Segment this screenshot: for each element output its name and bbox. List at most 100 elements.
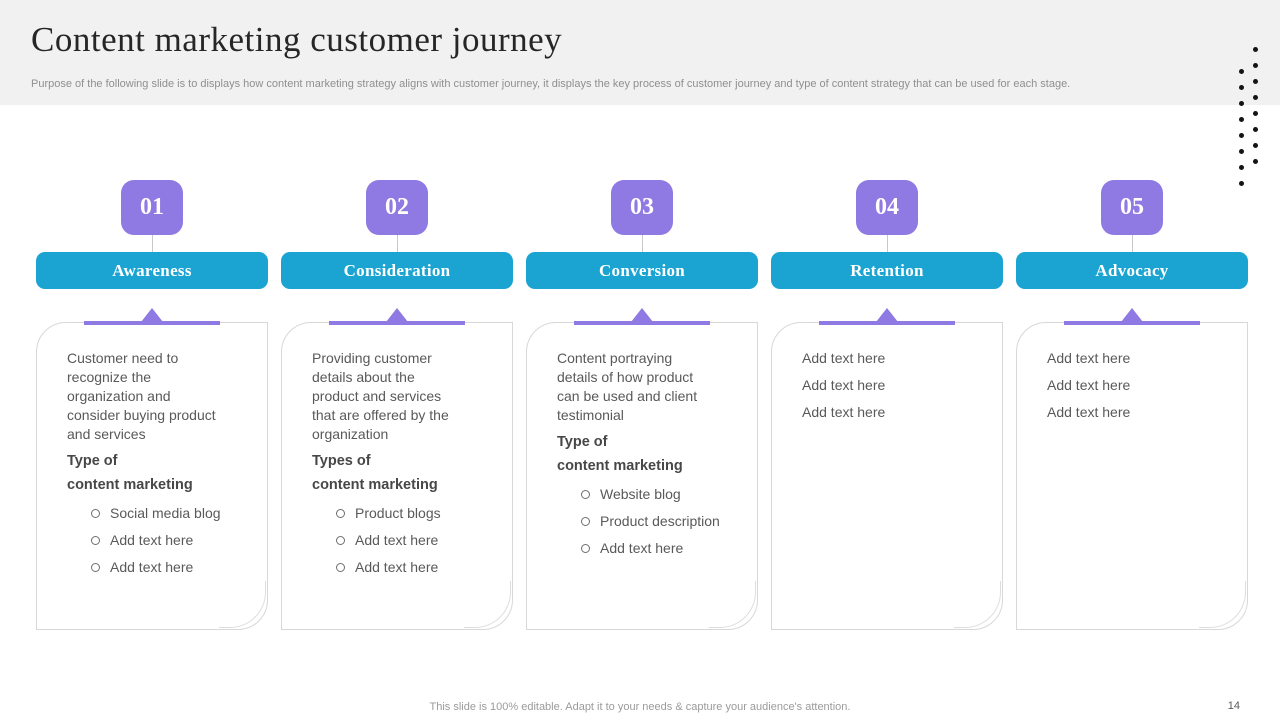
bullet-text: Add text here bbox=[110, 559, 194, 575]
stage-number-badge[interactable]: 01 bbox=[121, 180, 183, 235]
footer-note: This slide is 100% editable. Adapt it to… bbox=[429, 701, 851, 713]
stage-number-badge[interactable]: 05 bbox=[1101, 180, 1163, 235]
stage-card[interactable]: Customer need to recognize the organizat… bbox=[36, 308, 268, 630]
bullet-circle-icon bbox=[336, 563, 345, 572]
badge-connector-line bbox=[641, 235, 643, 252]
stage-name: Retention bbox=[850, 260, 924, 280]
stage-number-badge[interactable]: 02 bbox=[366, 180, 428, 235]
stage-number: 04 bbox=[875, 194, 899, 220]
bullet-item: Add text here bbox=[336, 531, 494, 550]
bullet-text: Add text here bbox=[355, 532, 439, 548]
card-pointer-bar bbox=[329, 321, 465, 325]
bullet-circle-icon bbox=[581, 544, 590, 553]
stage-description: Providing customer details about the pro… bbox=[312, 350, 449, 442]
stage-number: 05 bbox=[1120, 194, 1144, 220]
page-number: 14 bbox=[1227, 700, 1240, 712]
placeholder-text-line: Add text here bbox=[1047, 404, 1131, 420]
stage-name: Advocacy bbox=[1095, 260, 1169, 280]
stage-number-badge[interactable]: 04 bbox=[856, 180, 918, 235]
stage-description: Customer need to recognize the organizat… bbox=[67, 350, 216, 442]
card-content: Providing customer details about the pro… bbox=[282, 323, 512, 577]
stage-number: 03 bbox=[630, 194, 654, 220]
decor-dot bbox=[1253, 47, 1258, 52]
bullet-item: Website blog bbox=[581, 485, 739, 504]
badge-connector-line bbox=[151, 235, 153, 252]
decor-dot bbox=[1253, 127, 1258, 132]
stage-description: Content portraying details of how produc… bbox=[557, 350, 698, 423]
stage-banner[interactable]: Consideration bbox=[281, 252, 513, 289]
bullet-text: Add text here bbox=[600, 540, 684, 556]
stage-banner[interactable]: Awareness bbox=[36, 252, 268, 289]
bullet-circle-icon bbox=[336, 536, 345, 545]
bullet-item: Add text here bbox=[91, 558, 249, 577]
bullet-item: Social media blog bbox=[91, 504, 249, 523]
card-pointer-bar bbox=[1064, 321, 1200, 325]
bullet-circle-icon bbox=[581, 517, 590, 526]
card-heading-line2: content marketing bbox=[67, 477, 193, 493]
card-heading-line1: Type of bbox=[557, 434, 608, 450]
bullet-circle-icon bbox=[91, 509, 100, 518]
decor-dot bbox=[1239, 117, 1244, 122]
journey-columns: 01 Awareness Customer need to recognize … bbox=[36, 180, 1248, 630]
placeholder-text-line: Add text here bbox=[1047, 350, 1131, 366]
bullet-item: Add text here bbox=[91, 531, 249, 550]
bullet-item: Add text here bbox=[581, 539, 739, 558]
decor-dots-column-left bbox=[1239, 69, 1244, 186]
stage-card[interactable]: Add text here Add text here Add text her… bbox=[771, 308, 1003, 630]
bullet-text: Add text here bbox=[355, 559, 439, 575]
bullet-circle-icon bbox=[336, 509, 345, 518]
stage-card[interactable]: Providing customer details about the pro… bbox=[281, 308, 513, 630]
placeholder-text-line: Add text here bbox=[1047, 377, 1131, 393]
card-pointer-triangle-icon bbox=[141, 308, 163, 322]
header-band: Content marketing customer journey Purpo… bbox=[0, 0, 1280, 105]
stage-column-retention: 04 Retention Add text here Add text here… bbox=[771, 180, 1003, 630]
bullet-text: Social media blog bbox=[110, 505, 221, 521]
stage-number: 02 bbox=[385, 194, 409, 220]
page-title: Content marketing customer journey bbox=[31, 20, 563, 59]
badge-connector-line bbox=[1131, 235, 1133, 252]
card-heading-line2: content marketing bbox=[557, 458, 683, 474]
card-pointer-bar bbox=[574, 321, 710, 325]
card-heading-line2: content marketing bbox=[312, 477, 438, 493]
stage-banner[interactable]: Advocacy bbox=[1016, 252, 1248, 289]
bullet-item: Add text here bbox=[336, 558, 494, 577]
stage-column-awareness: 01 Awareness Customer need to recognize … bbox=[36, 180, 268, 630]
stage-number-badge[interactable]: 03 bbox=[611, 180, 673, 235]
stage-banner[interactable]: Retention bbox=[771, 252, 1003, 289]
stage-card[interactable]: Add text here Add text here Add text her… bbox=[1016, 308, 1248, 630]
bullet-text: Add text here bbox=[110, 532, 194, 548]
card-content: Content portraying details of how produc… bbox=[527, 323, 757, 558]
card-heading-line1: Types of bbox=[312, 453, 371, 469]
bullet-list: Social media blog Add text here Add text… bbox=[67, 504, 249, 577]
stage-column-consideration: 02 Consideration Providing customer deta… bbox=[281, 180, 513, 630]
stage-name: Consideration bbox=[343, 260, 451, 280]
stage-name: Conversion bbox=[598, 260, 686, 280]
decor-dot bbox=[1239, 101, 1244, 106]
decor-dot bbox=[1253, 79, 1258, 84]
stage-card[interactable]: Content portraying details of how produc… bbox=[526, 308, 758, 630]
bullet-item: Product blogs bbox=[336, 504, 494, 523]
decor-dot bbox=[1239, 165, 1244, 170]
bullet-text: Product description bbox=[600, 513, 720, 529]
bullet-circle-icon bbox=[91, 536, 100, 545]
card-content: Add text here Add text here Add text her… bbox=[772, 323, 1002, 422]
decor-dot bbox=[1253, 159, 1258, 164]
stage-column-advocacy: 05 Advocacy Add text here Add text here … bbox=[1016, 180, 1248, 630]
bullet-list: Website blog Product description Add tex… bbox=[557, 485, 739, 558]
page-subtitle: Purpose of the following slide is to dis… bbox=[31, 78, 1071, 90]
card-heading-line1: Type of bbox=[67, 453, 118, 469]
stage-banner[interactable]: Conversion bbox=[526, 252, 758, 289]
card-pointer-triangle-icon bbox=[631, 308, 653, 322]
decor-dot bbox=[1253, 95, 1258, 100]
decor-dot bbox=[1253, 143, 1258, 148]
card-pointer-triangle-icon bbox=[1121, 308, 1143, 322]
bullet-circle-icon bbox=[91, 563, 100, 572]
badge-connector-line bbox=[886, 235, 888, 252]
stage-number: 01 bbox=[140, 194, 164, 220]
decor-dot bbox=[1239, 149, 1244, 154]
decor-dot bbox=[1239, 69, 1244, 74]
stage-column-conversion: 03 Conversion Content portraying details… bbox=[526, 180, 758, 630]
badge-connector-line bbox=[396, 235, 398, 252]
card-content: Add text here Add text here Add text her… bbox=[1017, 323, 1247, 422]
decor-dots-column-right bbox=[1253, 47, 1258, 164]
